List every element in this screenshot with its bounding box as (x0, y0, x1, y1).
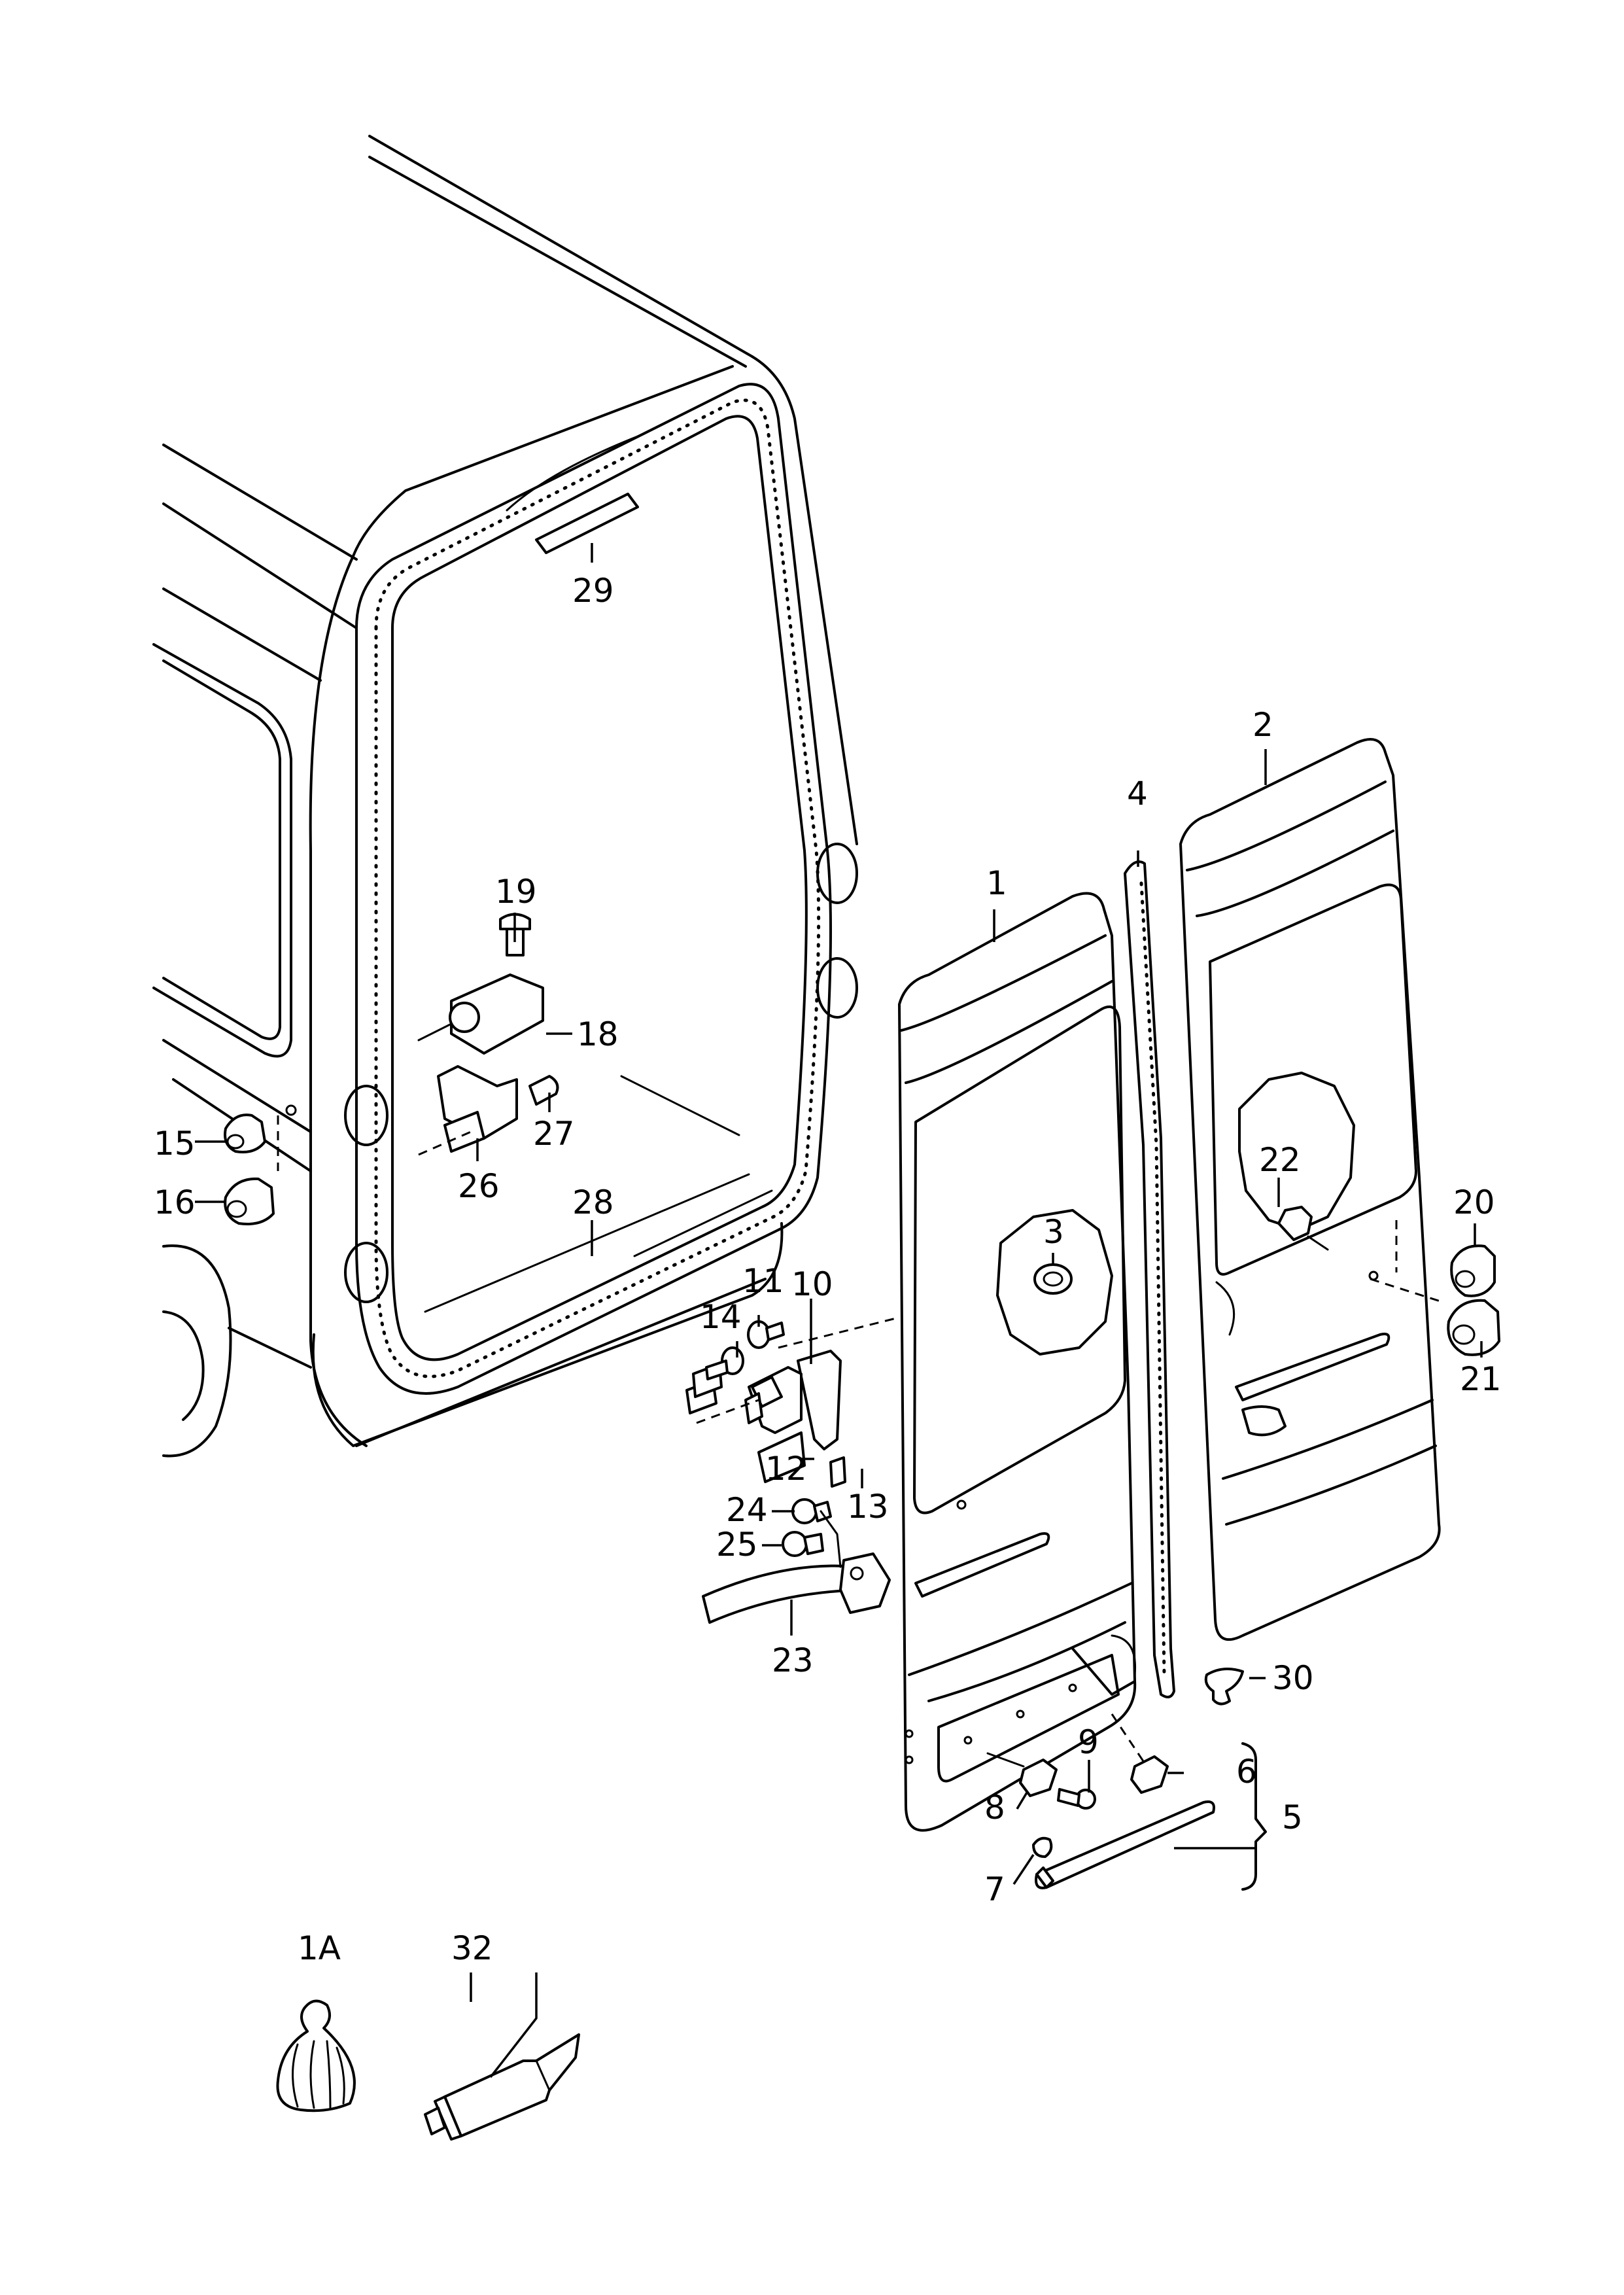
door-handle (702, 1552, 891, 1624)
label-18: 18 (577, 1015, 619, 1053)
label-30: 30 (1272, 1659, 1314, 1697)
grease-bag (276, 1999, 356, 2112)
seal-strip (1124, 860, 1175, 1698)
clip-30 (1204, 1668, 1244, 1706)
bump-stop-16 (224, 1177, 275, 1225)
bump-stop-15 (224, 1113, 266, 1153)
label-21: 21 (1460, 1360, 1502, 1398)
rear-door-left (898, 892, 1137, 1832)
label-15: 15 (154, 1125, 196, 1163)
part-labels: 1 1A 2 3 4 5 6 7 8 9 10 11 12 13 14 15 1… (154, 572, 1502, 1967)
label-27: 27 (533, 1115, 575, 1153)
label-7: 7 (984, 1870, 1005, 1908)
label-22: 22 (1259, 1141, 1301, 1179)
label-23: 23 (772, 1641, 814, 1679)
label-2: 2 (1253, 706, 1273, 744)
label-19: 19 (495, 873, 537, 911)
label-13: 13 (847, 1488, 889, 1526)
label-20: 20 (1453, 1183, 1495, 1221)
van-body (152, 135, 858, 1458)
lower-hinge (418, 1065, 559, 1156)
label-6: 6 (1236, 1753, 1257, 1791)
label-14: 14 (700, 1298, 742, 1336)
bump-stop-20 (1450, 1244, 1496, 1297)
label-29: 29 (572, 572, 614, 610)
latch-assembly (685, 1317, 897, 1488)
moulding-assembly (986, 1713, 1267, 1891)
label-9: 9 (1078, 1723, 1099, 1761)
label-28: 28 (572, 1183, 614, 1221)
label-1a: 1A (298, 1929, 341, 1967)
screw-11 (747, 1320, 785, 1349)
label-25: 25 (716, 1526, 758, 1564)
label-5: 5 (1282, 1798, 1303, 1836)
label-1: 1 (986, 864, 1007, 902)
screw-25 (782, 1531, 824, 1557)
rear-door-right (1179, 738, 1441, 1641)
upper-hinge (417, 913, 544, 1055)
bump-stop-21 (1447, 1299, 1500, 1356)
label-24: 24 (726, 1491, 768, 1529)
label-32: 32 (451, 1929, 493, 1967)
label-8: 8 (984, 1789, 1005, 1827)
leader-lines (195, 543, 1483, 2078)
adhesive-tube (424, 2033, 580, 2141)
label-12: 12 (765, 1450, 807, 1488)
label-4: 4 (1127, 775, 1148, 813)
label-10: 10 (791, 1265, 833, 1303)
label-3: 3 (1043, 1213, 1064, 1251)
label-16: 16 (154, 1183, 196, 1221)
label-11: 11 (742, 1262, 784, 1300)
screw-24 (791, 1498, 832, 1524)
label-26: 26 (458, 1167, 500, 1205)
